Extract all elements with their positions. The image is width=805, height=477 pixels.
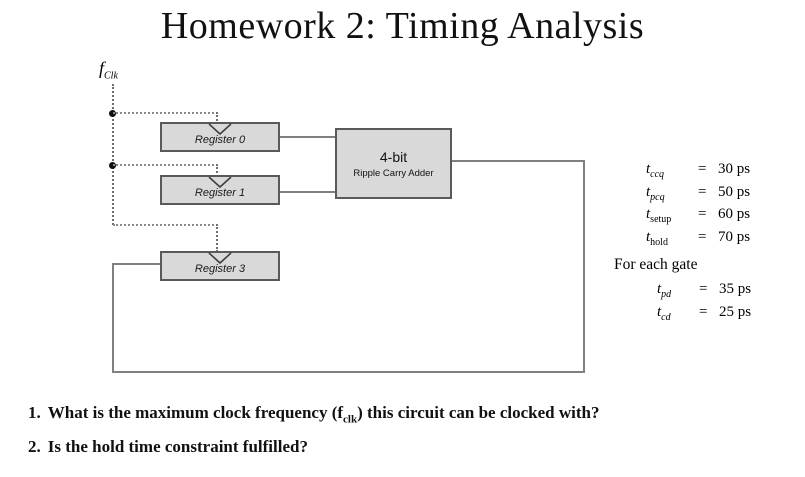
wire-reg1-to-adder [280,191,335,193]
clock-branch-reg1-v [216,164,218,177]
clock-edge-triangle-icon [208,176,232,189]
question-1-number: 1. [28,403,41,422]
param-value: 60 ps [718,206,751,222]
register-timing-parameters: tccq = 30 ps tpcq = 50 ps tsetup = 60 ps… [646,161,750,251]
question-1-text-after: ) this circuit can be clocked with? [357,403,600,422]
equals-sign: = [699,281,708,297]
equals-sign: = [698,206,707,222]
param-value: 70 ps [718,228,751,245]
param-value: 35 ps [719,281,752,297]
question-1: 1. What is the maximum clock frequency (f… [28,403,788,425]
equals-sign: = [699,303,708,320]
clock-label-base: f [99,58,105,78]
clock-branch-reg1-h [113,164,218,166]
clock-frequency-label: fClk [99,58,118,82]
param-symbol: tsetup [646,206,672,225]
param-symbol: thold [646,228,668,248]
adder-label-line2: Ripple Carry Adder [353,167,434,179]
param-value: 50 ps [718,183,751,200]
wire-adder-output [452,160,585,162]
register-0-box: Register 0 [160,122,280,152]
param-row-tcd: tcd = 25 ps [657,304,751,327]
question-2-number: 2. [28,437,41,457]
question-1-text-before: What is the maximum clock frequency (f [47,403,344,422]
param-symbol: tcd [657,303,671,323]
equals-sign: = [698,161,707,177]
gate-params-header: For each gate [614,256,698,273]
wire-feedback-left [112,264,114,373]
wire-into-reg3 [112,263,160,265]
clock-junction-dot-2 [109,162,116,169]
register-3-box: Register 3 [160,251,280,281]
param-row-tpd: tpd = 35 ps [657,281,751,304]
clock-label-subscript: Clk [104,70,118,82]
adder-label-line1: 4-bit [379,148,408,165]
question-1-subscript: clk [343,413,358,426]
gate-timing-parameters: tpd = 35 ps tcd = 25 ps [657,281,751,326]
clock-trunk-line [112,84,114,225]
wire-feedback-bottom [112,371,585,373]
wire-feedback-right [583,160,585,373]
question-2-text: Is the hold time constraint fulfilled? [47,437,308,457]
register-0-label: Register 0 [194,134,246,146]
clock-branch-reg3-h [113,224,218,226]
equals-sign: = [698,228,707,245]
param-symbol: tccq [646,161,665,180]
param-symbol: tpd [657,281,672,300]
clock-branch-reg0-v [216,112,218,124]
param-row-tccq: tccq = 30 ps [646,161,750,184]
register-1-label: Register 1 [194,187,246,199]
question-2: 2. Is the hold time constraint fulfilled? [28,437,788,457]
ripple-carry-adder-box: 4-bit Ripple Carry Adder [335,128,452,199]
clock-branch-reg3-v [216,224,218,252]
clock-junction-dot-1 [109,110,116,117]
equals-sign: = [698,183,707,200]
clock-branch-reg0-h [113,112,218,114]
param-row-tpcq: tpcq = 50 ps [646,184,750,207]
register-3-label: Register 3 [194,263,246,275]
param-symbol: tpcq [646,183,665,203]
register-1-box: Register 1 [160,175,280,205]
param-value: 25 ps [719,303,752,320]
clock-edge-triangle-icon [208,123,232,136]
param-value: 30 ps [718,161,751,177]
wire-reg0-to-adder [280,136,335,138]
page-title: Homework 2: Timing Analysis [160,5,645,47]
questions-list: 1. What is the maximum clock frequency (f… [28,403,788,469]
clock-edge-triangle-icon [208,252,232,265]
param-row-tsetup: tsetup = 60 ps [646,206,750,229]
param-row-thold: thold = 70 ps [646,229,750,252]
